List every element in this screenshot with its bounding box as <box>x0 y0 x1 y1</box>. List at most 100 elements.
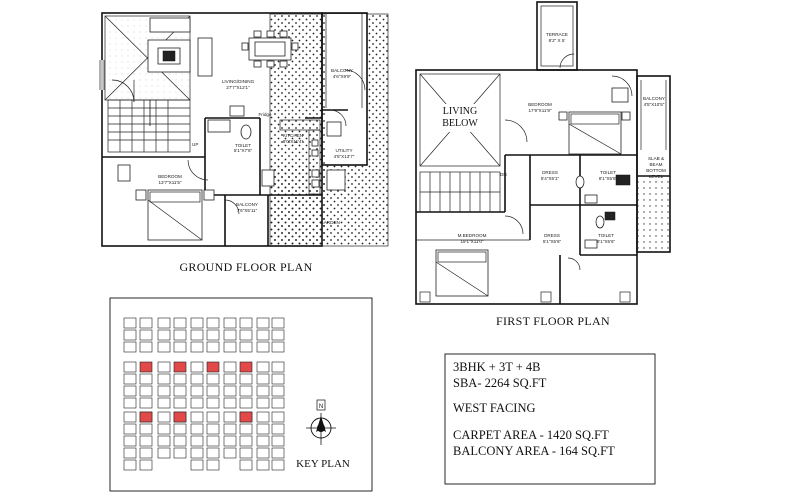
key-unit <box>206 397 220 409</box>
key-unit <box>271 423 285 435</box>
key-unit-highlighted <box>139 361 153 373</box>
key-unit-highlighted <box>239 361 253 373</box>
master-bed <box>435 249 489 297</box>
key-unit <box>223 373 237 385</box>
ground-up-label: UP <box>192 142 198 147</box>
key-unit <box>271 361 285 373</box>
key-unit <box>190 317 204 329</box>
key-unit <box>139 447 153 459</box>
slab-label-1: SLAB & <box>648 156 664 161</box>
key-unit <box>239 329 253 341</box>
key-unit <box>271 341 285 353</box>
ground-utility-label: UTILITY <box>335 148 352 153</box>
key-unit <box>239 385 253 397</box>
key-unit <box>123 459 137 471</box>
key-unit <box>173 397 187 409</box>
key-unit <box>239 373 253 385</box>
key-unit <box>139 329 153 341</box>
key-unit <box>223 435 237 447</box>
key-unit <box>123 435 137 447</box>
first-floor-title: FIRST FLOOR PLAN <box>496 314 610 328</box>
key-unit <box>190 411 204 423</box>
key-unit <box>123 373 137 385</box>
slab-label-3: BOTTOM <box>646 168 666 173</box>
key-unit <box>139 385 153 397</box>
key-unit <box>157 361 171 373</box>
key-unit <box>223 361 237 373</box>
ground-bed <box>147 189 203 241</box>
key-unit <box>139 435 153 447</box>
mbedroom-label: M.BEDROOM <box>458 233 487 238</box>
key-unit <box>206 459 220 471</box>
first-bed-top <box>568 111 622 155</box>
key-unit <box>206 329 220 341</box>
first-balcony-dim: 4'5"X10'5" <box>644 102 665 107</box>
terrace-dim: 8'2" X 5' <box>549 38 566 43</box>
key-unit <box>123 341 137 353</box>
key-unit <box>271 329 285 341</box>
key-unit <box>190 373 204 385</box>
key-unit <box>239 341 253 353</box>
key-unit <box>271 447 285 459</box>
ground-utility-dim: 4'5"X13'7" <box>334 154 355 159</box>
key-unit <box>190 385 204 397</box>
info-balcony: BALCONY AREA - 164 SQ.FT <box>453 444 615 458</box>
key-unit <box>123 361 137 373</box>
toilet1-dim: 8'1"X5'8" <box>599 176 618 181</box>
key-unit <box>173 373 187 385</box>
key-unit <box>223 423 237 435</box>
first-bedroom-label: BEDROOM <box>528 102 552 107</box>
key-unit <box>123 385 137 397</box>
key-unit <box>206 373 220 385</box>
key-unit <box>123 397 137 409</box>
ground-toilet-label: TOILET <box>235 143 251 148</box>
key-unit <box>139 397 153 409</box>
info-facing: WEST FACING <box>453 401 536 415</box>
key-unit <box>123 411 137 423</box>
ground-floor-plan: LIVING/DINING 27'7"X12'1" BALCONY 4'6"X9… <box>99 12 389 274</box>
key-unit <box>173 423 187 435</box>
key-unit <box>157 447 171 459</box>
key-unit <box>173 317 187 329</box>
key-unit <box>206 435 220 447</box>
key-unit <box>256 329 270 341</box>
key-unit <box>206 411 220 423</box>
key-unit <box>173 435 187 447</box>
key-unit <box>206 385 220 397</box>
key-unit <box>157 317 171 329</box>
key-unit <box>271 385 285 397</box>
key-unit <box>157 385 171 397</box>
terrace-label: TERRACE <box>546 32 568 37</box>
key-unit <box>190 361 204 373</box>
key-unit <box>139 317 153 329</box>
key-plan: N KEY PLAN <box>109 297 373 492</box>
key-unit <box>206 423 220 435</box>
key-unit <box>206 341 220 353</box>
key-unit <box>256 423 270 435</box>
first-dn-label: DN <box>500 172 507 177</box>
key-unit <box>139 341 153 353</box>
key-unit-highlighted <box>173 411 187 423</box>
key-unit-highlighted <box>206 361 220 373</box>
first-bedroom-dim: 17'9"X11'9" <box>528 108 551 113</box>
key-unit <box>123 423 137 435</box>
key-unit <box>256 317 270 329</box>
info-frame <box>444 353 656 485</box>
key-unit <box>139 423 153 435</box>
key-unit <box>223 317 237 329</box>
living-below-label-2: BELOW <box>442 118 478 129</box>
mbedroom-dim: 19'1"X11'0" <box>460 239 483 244</box>
key-unit <box>271 397 285 409</box>
key-plan-blocks <box>123 317 285 471</box>
ground-balcony2-label: BALCONY <box>236 202 258 207</box>
key-unit <box>256 459 270 471</box>
key-unit <box>256 411 270 423</box>
toilet2-dim: 8'1"X5'6" <box>597 239 616 244</box>
key-plan-title: KEY PLAN <box>296 458 350 470</box>
key-unit <box>256 373 270 385</box>
key-unit <box>239 397 253 409</box>
key-unit <box>271 459 285 471</box>
slab-label-4: LEVEL <box>649 174 664 179</box>
key-unit <box>123 447 137 459</box>
ground-fridge-label: Fridge <box>258 112 271 117</box>
